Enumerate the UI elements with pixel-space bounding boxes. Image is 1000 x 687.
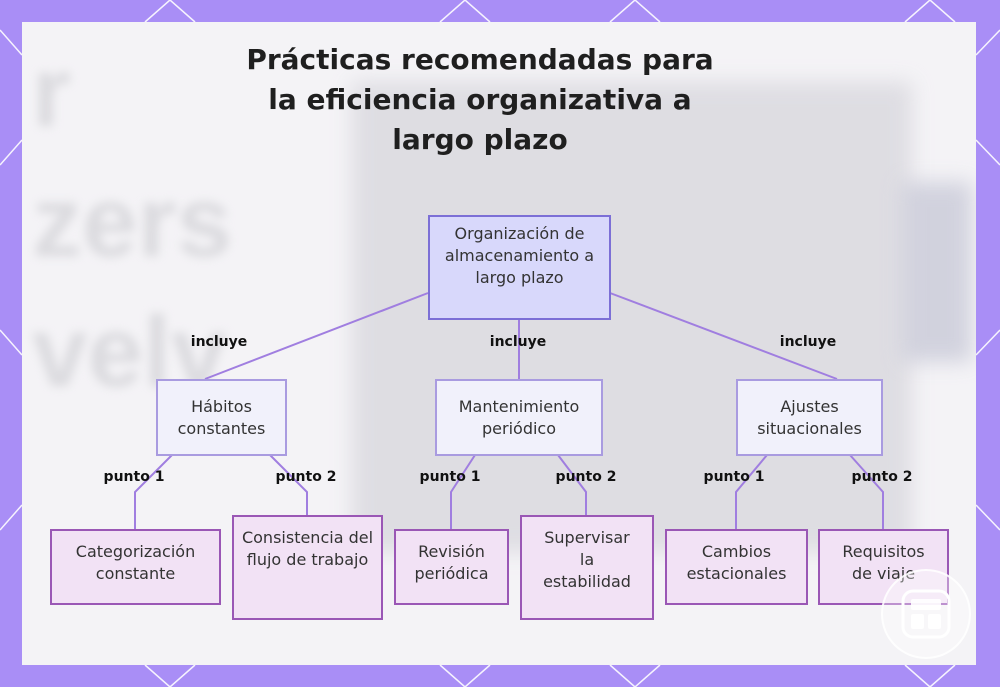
node-ajustes-label: Ajustes situacionales <box>757 396 862 438</box>
edge-label-punto-2: punto 2 <box>851 469 913 485</box>
edge-label-incluye: incluye <box>779 334 837 350</box>
node-categorizacion-label: Categorización constante <box>75 542 196 583</box>
node-cambios: Cambios estacionales <box>665 529 808 605</box>
edge-label-incluye: incluye <box>190 334 248 350</box>
edge-habitos-consistencia <box>269 454 308 515</box>
edge-ajustes-cambios <box>735 454 768 529</box>
node-habitos: Hábitos constantes <box>156 379 287 456</box>
edge-label-punto-2: punto 2 <box>555 469 617 485</box>
node-mantenimiento: Mantenimiento periódico <box>435 379 603 456</box>
node-revision: Revisión periódica <box>394 529 509 605</box>
node-cambios-label: Cambios estacionales <box>686 542 787 583</box>
layout-grid-icon-glyph <box>901 589 951 639</box>
background-text: r <box>32 36 71 148</box>
edge-root-ajustes <box>609 292 838 380</box>
node-revision-label: Revisión periódica <box>414 542 489 583</box>
edge-root-habitos <box>204 292 429 380</box>
background-photo-blur <box>902 182 972 362</box>
node-supervisar: Supervisar la estabilidad <box>520 515 654 620</box>
node-categorizacion: Categorización constante <box>50 529 221 605</box>
node-supervisar-label: Supervisar la estabilidad <box>543 528 631 591</box>
node-consistencia-label: Consistencia del flujo de trabajo <box>241 528 374 569</box>
node-root: Organización de almacenamiento a largo p… <box>428 215 611 320</box>
edge-ajustes-requisitos <box>849 454 884 529</box>
edge-label-incluye: incluye <box>489 334 547 350</box>
node-root-label: Organización de almacenamiento a largo p… <box>444 224 595 287</box>
edge-label-punto-2: punto 2 <box>275 469 337 485</box>
node-habitos-label: Hábitos constantes <box>177 396 266 438</box>
node-mantenimiento-label: Mantenimiento periódico <box>458 396 580 438</box>
edge-label-punto-1: punto 1 <box>703 469 765 485</box>
background-text: zers <box>32 166 233 278</box>
diagram-title: Prácticas recomendadas para la eficienci… <box>246 43 714 156</box>
layout-grid-icon[interactable] <box>881 569 971 659</box>
edge-label-punto-1: punto 1 <box>419 469 481 485</box>
node-ajustes: Ajustes situacionales <box>736 379 883 456</box>
edge-mantenimiento-revision <box>450 454 476 529</box>
node-consistencia: Consistencia del flujo de trabajo <box>232 515 383 620</box>
edge-mantenimiento-supervisar <box>557 454 587 515</box>
node-requisitos-label: Requisitos de viaje <box>842 542 925 583</box>
edge-habitos-categorizacion <box>134 454 173 529</box>
edge-label-punto-1: punto 1 <box>103 469 165 485</box>
